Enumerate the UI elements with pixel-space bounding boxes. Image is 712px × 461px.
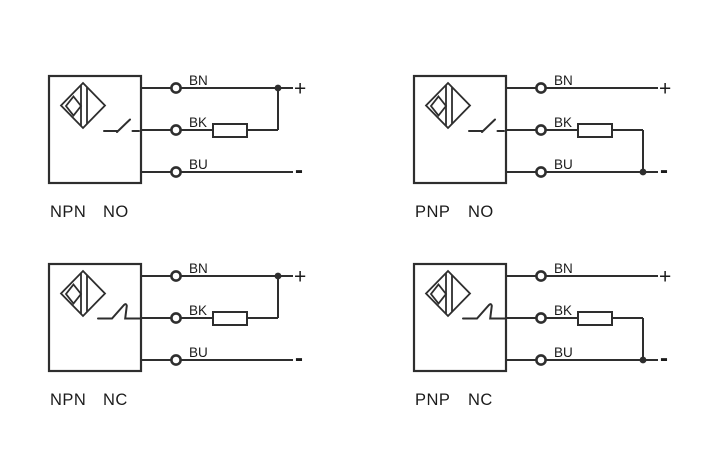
wire-label-bn: BN xyxy=(554,261,573,276)
junction-dot xyxy=(639,168,647,176)
terminal-bn-icon xyxy=(535,270,547,282)
wire-label-bn: BN xyxy=(554,73,573,88)
terminal-bu-icon xyxy=(170,166,182,178)
minus-label: - xyxy=(660,157,668,184)
wires xyxy=(141,87,293,173)
switch-nc-icon xyxy=(462,303,507,320)
terminal-bu-icon xyxy=(170,354,182,366)
caption-output-type: PNP xyxy=(415,203,450,221)
caption-output-type: NPN xyxy=(50,391,86,409)
plus-label: + xyxy=(659,78,671,101)
terminals xyxy=(170,270,182,366)
terminals xyxy=(170,82,182,178)
caption-contact-type: NC xyxy=(468,391,493,409)
terminal-bk-icon xyxy=(170,124,182,136)
proximity-sensor-icon xyxy=(424,269,472,318)
terminal-bu-icon xyxy=(535,166,547,178)
sensor-box xyxy=(412,74,508,185)
wire-label-bk: BK xyxy=(189,115,207,130)
diagram-npn-nc: BN BK BU + - NPN NC xyxy=(47,261,306,409)
load-resistor-icon xyxy=(212,311,248,326)
terminal-bu-icon xyxy=(535,354,547,366)
load-resistor-icon xyxy=(577,123,613,138)
wires xyxy=(141,275,293,361)
terminal-bk-icon xyxy=(170,312,182,324)
wire-label-bn: BN xyxy=(189,73,208,88)
wires xyxy=(506,275,658,361)
minus-label: - xyxy=(660,345,668,372)
terminal-bn-icon xyxy=(535,82,547,94)
sensor-box xyxy=(47,74,143,185)
plus-label: + xyxy=(659,266,671,289)
wires xyxy=(506,87,658,173)
terminal-bn-icon xyxy=(170,82,182,94)
proximity-sensor-icon xyxy=(59,269,107,318)
switch-no-icon xyxy=(468,118,505,133)
proximity-sensor-icon xyxy=(59,81,107,130)
terminal-bk-icon xyxy=(535,312,547,324)
load-resistor-icon xyxy=(212,123,248,138)
junction-dot xyxy=(639,356,647,364)
junction-dot xyxy=(274,84,282,92)
caption-contact-type: NO xyxy=(468,203,494,221)
diagram-pnp-no: BN BK BU + - PNP NO xyxy=(412,73,671,221)
load-resistor-icon xyxy=(577,311,613,326)
plus-label: + xyxy=(294,266,306,289)
plus-label: + xyxy=(294,78,306,101)
switch-nc-icon xyxy=(97,303,142,320)
wire-label-bk: BK xyxy=(554,303,572,318)
terminals xyxy=(535,82,547,178)
wire-label-bk: BK xyxy=(554,115,572,130)
wire-label-bu: BU xyxy=(189,157,208,172)
minus-label: - xyxy=(295,157,303,184)
junction-dot xyxy=(274,272,282,280)
caption-output-type: NPN xyxy=(50,203,86,221)
terminal-bk-icon xyxy=(535,124,547,136)
terminal-bn-icon xyxy=(170,270,182,282)
terminals xyxy=(535,270,547,366)
wire-label-bk: BK xyxy=(189,303,207,318)
caption-output-type: PNP xyxy=(415,391,450,409)
proximity-sensor-icon xyxy=(424,81,472,130)
switch-no-icon xyxy=(103,118,140,133)
diagram-pnp-nc: BN BK BU + - PNP NC xyxy=(412,261,671,409)
wire-label-bn: BN xyxy=(189,261,208,276)
wire-label-bu: BU xyxy=(554,157,573,172)
caption-contact-type: NC xyxy=(103,391,128,409)
caption-contact-type: NO xyxy=(103,203,129,221)
diagram-npn-no: BN BK BU + - NPN NO xyxy=(47,73,306,221)
wire-label-bu: BU xyxy=(189,345,208,360)
wire-label-bu: BU xyxy=(554,345,573,360)
minus-label: - xyxy=(295,345,303,372)
